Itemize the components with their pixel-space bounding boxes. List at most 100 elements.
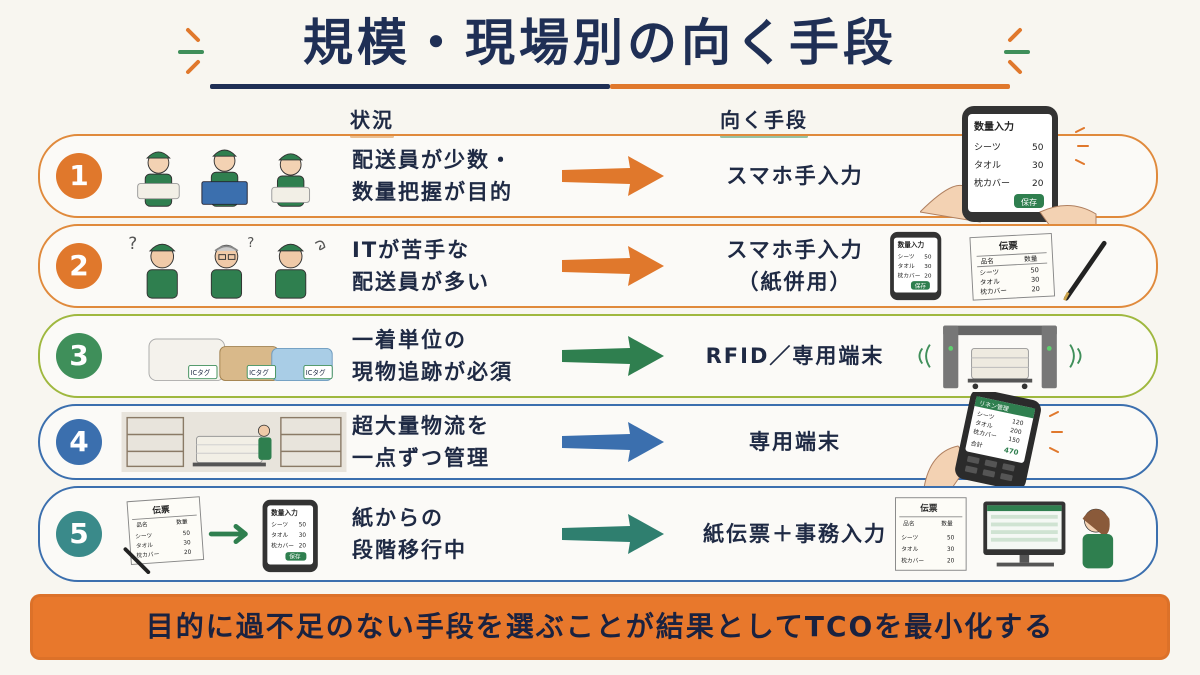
svg-text:30: 30 [924,264,932,270]
svg-text:品名: 品名 [136,520,148,529]
handheld-terminal-illustration: リネン管理 シーツ 120 タオル 200 枕カバー 150 合計 470 [923,392,1063,488]
svg-text:枕カバー: 枕カバー [271,541,294,549]
svg-text:470: 470 [1003,446,1019,457]
arrow-icon [562,336,664,376]
svg-text:伝票: 伝票 [152,503,170,516]
row-5: 5 伝票 品名 数量 シーツ 50 タオル 30 枕カバー 20 数量入力 シー… [38,486,1158,582]
svg-text:タオル: タオル [980,277,1001,287]
folded-linens-with-ic-tags-illustration: ICタグ ICタグ ICタグ [148,338,333,382]
svg-text:タオル: タオル [974,419,993,431]
method-text: 専用端末 [749,430,841,454]
svg-text:シーツ: シーツ [271,522,288,528]
svg-text:20: 20 [924,273,932,279]
row-number-badge: 2 [56,243,102,289]
svg-text:枕カバー: 枕カバー [974,177,1010,189]
paper-slip-and-office-input-illustration: 伝票 品名 数量 シーツ 50 タオル 30 枕カバー 20 [895,497,1114,571]
svg-text:50: 50 [299,522,307,528]
svg-text:20: 20 [299,543,307,549]
svg-text:?: ? [247,236,254,251]
arrow-icon [562,422,664,462]
svg-text:200: 200 [1009,427,1022,436]
svg-text:30: 30 [183,540,191,547]
svg-text:タオル: タオル [898,262,915,270]
svg-text:30: 30 [1031,276,1040,284]
svg-text:50: 50 [947,536,955,542]
situation-text: ITが苦手な 配送員が多い [352,238,490,294]
arrow-icon [562,514,664,554]
svg-text:枕カバー: 枕カバー [898,271,921,279]
conclusion-text: 目的に過不足のない手段を選ぶことが結果としてTCOを最小化する [145,610,1055,643]
method-text: RFID／専用端末 [705,344,885,368]
svg-text:数量入力: 数量入力 [898,240,925,249]
situation-text: 紙からの 段階移行中 [352,506,467,562]
row-2: 2 ? ? ITが苦手な 配送員が多い スマホ手入力 （紙併用） 数量入力 シー… [38,224,1158,308]
svg-text:枕カバー: 枕カバー [901,557,924,565]
situation-text: 超大量物流を 一点ずつ管理 [352,414,490,470]
svg-text:保存: 保存 [1021,197,1037,207]
row-number-badge: 3 [56,333,102,379]
svg-text:数量入力: 数量入力 [271,508,298,517]
situation-text: 一着単位の 現物追跡が必須 [352,328,513,384]
arrow-icon [562,246,664,286]
left-sparkle-icon [178,28,204,74]
column-header-method: 向く手段 [720,104,808,138]
situation-text: 配送員が少数・ 数量把握が目的 [352,148,513,204]
svg-text:50: 50 [183,531,191,538]
method-text: 紙伝票＋事務入力 [703,522,887,546]
svg-text:ICタグ: ICタグ [306,368,326,377]
svg-text:品名: 品名 [903,519,914,527]
column-header-situation: 状況 [350,104,394,138]
rfid-gate-illustration [918,325,1082,390]
svg-text:50: 50 [924,254,932,260]
page-title: 規模・現場別の向く手段 [303,14,897,72]
conclusion-banner: 目的に過不足のない手段を選ぶことが結果としてTCOを最小化する [30,594,1170,660]
svg-text:タオル: タオル [901,545,918,553]
title-underline [210,84,1010,89]
phone-and-paper-slip-illustration: 数量入力 シーツ 50 タオル 30 枕カバー 20 保存 伝票 品名 数量 シ… [890,231,1107,301]
svg-text:ICタグ: ICタグ [191,368,211,377]
svg-text:20: 20 [1032,179,1044,189]
svg-text:保存: 保存 [289,553,301,561]
row-4: 4 超大量物流を 一点ずつ管理 専用端末 リネン管理 シーツ 120 [38,392,1158,488]
svg-text:伝票: 伝票 [920,502,938,514]
method-text: スマホ手入力 [726,164,864,188]
svg-text:シーツ: シーツ [979,268,999,277]
svg-text:保存: 保存 [915,282,927,290]
svg-text:数量入力: 数量入力 [974,120,1014,133]
row-number-badge: 5 [56,511,102,557]
svg-text:50: 50 [1032,143,1044,153]
svg-text:ICタグ: ICタグ [249,368,269,377]
warehouse-logistics-illustration [121,412,347,472]
svg-text:数量: 数量 [941,519,953,527]
svg-text:120: 120 [1011,418,1024,427]
title-area: 規模・現場別の向く手段 [0,6,1200,86]
arrow-icon [562,156,664,196]
svg-text:30: 30 [1032,161,1044,171]
smartphone-input-illustration: 数量入力 シーツ 50 タオル 30 枕カバー 20 保存 [920,106,1097,226]
svg-text:シーツ: シーツ [901,536,918,542]
svg-text:伝票: 伝票 [999,239,1019,252]
svg-text:枕カバー: 枕カバー [980,286,1007,296]
svg-text:合計: 合計 [970,439,983,449]
svg-text:数量: 数量 [1024,254,1038,264]
row-number-badge: 1 [56,153,102,199]
right-sparkle-icon [1004,28,1030,74]
svg-text:30: 30 [299,533,307,539]
method-text: スマホ手入力 （紙併用） [726,238,864,294]
delivery-staff-illustration [137,149,311,207]
confused-elderly-staff-illustration: ? ? [128,234,326,299]
svg-text:30: 30 [947,547,955,553]
svg-text:?: ? [128,234,137,254]
row-number-badge: 4 [56,419,102,465]
paper-to-phone-transition-illustration: 伝票 品名 数量 シーツ 50 タオル 30 枕カバー 20 数量入力 シーツ … [123,496,318,574]
svg-text:シーツ: シーツ [976,411,995,422]
svg-text:数量: 数量 [176,517,188,526]
svg-text:シーツ: シーツ [135,533,153,540]
svg-text:タオル: タオル [974,160,1001,171]
svg-text:20: 20 [947,559,955,565]
svg-text:品名: 品名 [980,256,994,266]
svg-text:シーツ: シーツ [898,254,915,260]
row-3: 3 ICタグ ICタグ ICタグ 一着単位の 現物追跡が必須 RFID／専用端末 [38,314,1158,398]
svg-text:50: 50 [1030,266,1039,274]
svg-text:20: 20 [184,550,192,557]
